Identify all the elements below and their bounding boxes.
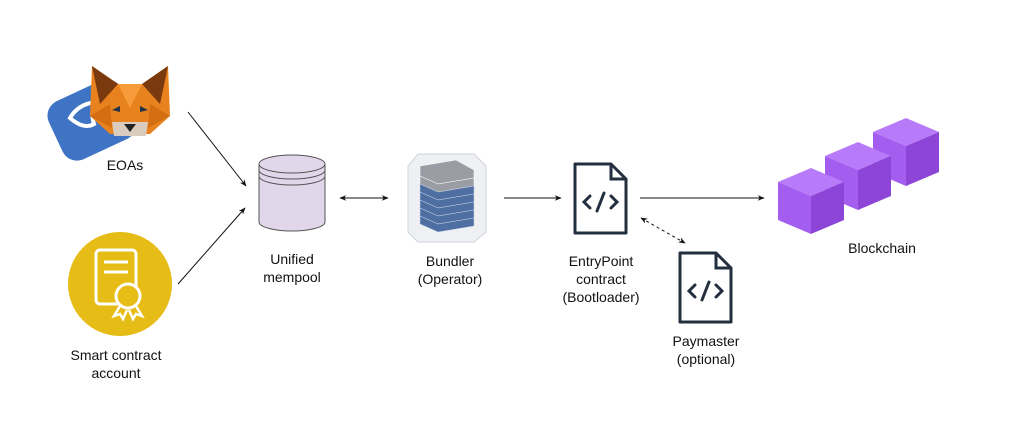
edge-smart-account-to-mempool	[177, 207, 246, 285]
fox-head-icon	[90, 66, 170, 136]
block-cube-2	[825, 142, 891, 210]
entrypoint-label: EntryPoint contract (Bootloader)	[562, 252, 639, 306]
smart-contract-account-label: Smart contract account	[70, 346, 161, 382]
entrypoint-label-line3: (Bootloader)	[562, 289, 640, 305]
unified-mempool-label-line2: mempool	[263, 269, 321, 285]
block-cube-1	[778, 168, 844, 234]
entrypoint-label-line2: contract	[576, 271, 626, 287]
eoas-label: EOAs	[106, 157, 144, 173]
metamask-fox-wallet-icon	[47, 66, 170, 161]
bundler-label-line2: (Operator)	[417, 271, 483, 287]
unified-mempool-label-line1: Unified	[270, 251, 314, 267]
entrypoint-label-line1: EntryPoint	[568, 253, 634, 269]
bundler-label-line1: Bundler	[425, 253, 475, 269]
smart-contract-account-label-line1: Smart contract	[70, 347, 162, 363]
blockchain-label: Blockchain	[848, 240, 916, 256]
blocks-chain-icon	[778, 118, 939, 234]
code-file-icon-entrypoint	[573, 162, 628, 235]
edge-entrypoint-paymaster	[640, 217, 686, 244]
certificate-badge-icon	[68, 232, 172, 336]
block-cube-3	[873, 118, 939, 186]
server-rack-icon	[407, 153, 487, 243]
paymaster-label-line1: Paymaster	[672, 333, 740, 349]
paymaster-label-line2: (optional)	[676, 351, 736, 367]
bundler-label: Bundler (Operator)	[418, 252, 483, 288]
paymaster-label: Paymaster (optional)	[673, 332, 740, 368]
edge-eoas-to-mempool	[187, 111, 247, 187]
unified-mempool-label: Unified mempool	[263, 250, 321, 286]
smart-contract-account-label-line2: account	[91, 365, 141, 381]
code-file-icon-paymaster	[678, 251, 733, 324]
database-cylinder-icon	[258, 154, 326, 232]
